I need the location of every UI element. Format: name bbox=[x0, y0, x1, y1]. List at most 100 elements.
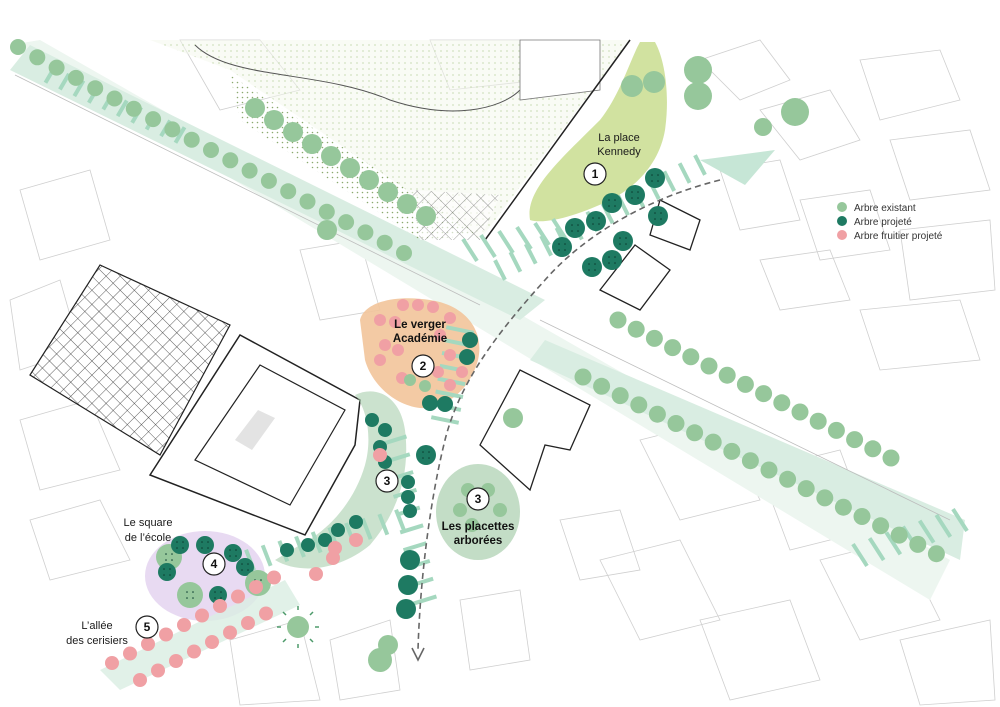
existing-tree bbox=[222, 152, 239, 169]
existing-tree bbox=[29, 49, 46, 66]
projected-tree bbox=[224, 544, 242, 562]
fruit-tree bbox=[444, 312, 456, 324]
crossing-stripe bbox=[461, 237, 479, 263]
projected-tree bbox=[625, 185, 645, 205]
tree-dot bbox=[220, 591, 222, 593]
cycle-axis-arrow bbox=[411, 647, 425, 662]
svg-text:Le verger: Le verger bbox=[394, 319, 446, 331]
fruit-tree bbox=[444, 379, 456, 391]
legend: Arbre existant Arbre projeté Arbre fruit… bbox=[837, 202, 943, 242]
tree-dot bbox=[657, 174, 659, 176]
crossing-stripe bbox=[917, 519, 936, 544]
tree-dot bbox=[594, 269, 596, 271]
existing-tree bbox=[299, 193, 316, 210]
zone-placettes bbox=[436, 464, 520, 560]
existing-tree bbox=[503, 408, 523, 428]
existing-tree bbox=[834, 498, 852, 516]
existing-tree bbox=[648, 405, 666, 423]
crossing-stripe bbox=[435, 389, 464, 400]
tree-dot bbox=[241, 563, 243, 565]
tree-dot bbox=[564, 243, 566, 245]
existing-tree bbox=[609, 311, 627, 329]
projected-tree bbox=[552, 237, 572, 257]
projected-tree bbox=[613, 231, 633, 251]
fruit-tree bbox=[432, 366, 444, 378]
fruit-tree bbox=[249, 580, 263, 594]
crossing-stripe bbox=[515, 225, 533, 251]
svg-text:Arbre fruitier projeté: Arbre fruitier projeté bbox=[854, 231, 943, 242]
tree-dot bbox=[176, 547, 178, 549]
fruit-tree bbox=[397, 299, 409, 311]
tree-dot bbox=[577, 224, 579, 226]
tree-dot bbox=[614, 256, 616, 258]
tree-dot bbox=[422, 451, 424, 453]
existing-tree bbox=[67, 69, 84, 86]
tree-dot bbox=[608, 256, 610, 258]
tree-dot bbox=[637, 191, 639, 193]
svg-text:2: 2 bbox=[420, 359, 427, 373]
tree-dot bbox=[165, 559, 167, 561]
crossing-stripe bbox=[497, 229, 515, 255]
legend-item-fruitier: Arbre fruitier projeté bbox=[837, 230, 943, 242]
tree-dot bbox=[571, 230, 573, 232]
fruit-tree bbox=[456, 366, 468, 378]
tree-dot bbox=[207, 541, 209, 543]
tree-dot bbox=[165, 553, 167, 555]
existing-tree bbox=[643, 71, 665, 93]
existing-tree bbox=[773, 394, 791, 412]
projected-tree bbox=[158, 563, 176, 581]
tree-dot bbox=[428, 457, 430, 459]
sun-icon bbox=[277, 606, 319, 648]
tree-dot bbox=[614, 262, 616, 264]
existing-tree bbox=[302, 134, 322, 154]
fruit-tree bbox=[159, 627, 173, 642]
existing-tree bbox=[611, 387, 629, 405]
label-placettes: 3 Les placettes arborées bbox=[442, 487, 514, 547]
tree-dot bbox=[598, 223, 600, 225]
tree-dot bbox=[220, 597, 222, 599]
existing-tree bbox=[630, 396, 648, 414]
crossing-stripe bbox=[851, 542, 869, 568]
existing-tree bbox=[404, 374, 416, 386]
tree-dot bbox=[186, 591, 188, 593]
crossing-stripe bbox=[533, 221, 551, 247]
fruit-tree bbox=[231, 589, 245, 604]
existing-tree bbox=[453, 503, 467, 517]
tree-dot bbox=[660, 218, 662, 220]
tree-dot bbox=[214, 597, 216, 599]
projected-tree bbox=[403, 504, 417, 518]
crossing-stripe bbox=[951, 507, 969, 533]
existing-tree bbox=[864, 440, 882, 458]
tree-dot bbox=[651, 174, 653, 176]
direction-arrow bbox=[700, 150, 775, 185]
fruit-tree bbox=[177, 618, 191, 632]
crossing-stripe bbox=[58, 72, 71, 91]
existing-tree bbox=[779, 470, 797, 488]
tree-dot bbox=[247, 569, 249, 571]
existing-tree bbox=[760, 461, 778, 479]
crossing-stripe bbox=[360, 517, 373, 540]
existing-tree bbox=[621, 75, 643, 97]
existing-tree bbox=[927, 545, 945, 563]
existing-tree bbox=[736, 375, 754, 393]
existing-tree bbox=[125, 100, 142, 117]
tree-dot bbox=[247, 563, 249, 565]
fruit-tree bbox=[123, 646, 137, 661]
tree-dot bbox=[631, 197, 633, 199]
existing-tree bbox=[755, 385, 773, 403]
existing-tree bbox=[48, 59, 65, 76]
tree-dot bbox=[171, 553, 173, 555]
fruit-tree bbox=[392, 344, 404, 356]
crossing-stripe bbox=[934, 513, 953, 538]
tree-dot bbox=[171, 559, 173, 561]
svg-text:de l’école: de l’école bbox=[125, 532, 171, 544]
crossing-stripe bbox=[523, 243, 538, 265]
existing-tree bbox=[700, 357, 718, 375]
tree-dot bbox=[192, 591, 194, 593]
tree-dot bbox=[625, 243, 627, 245]
fruit-tree bbox=[105, 656, 119, 670]
tree-dot bbox=[608, 205, 610, 207]
fruit-tree bbox=[195, 608, 209, 623]
crossing-stripe bbox=[662, 170, 677, 192]
tree-dot bbox=[614, 205, 616, 207]
